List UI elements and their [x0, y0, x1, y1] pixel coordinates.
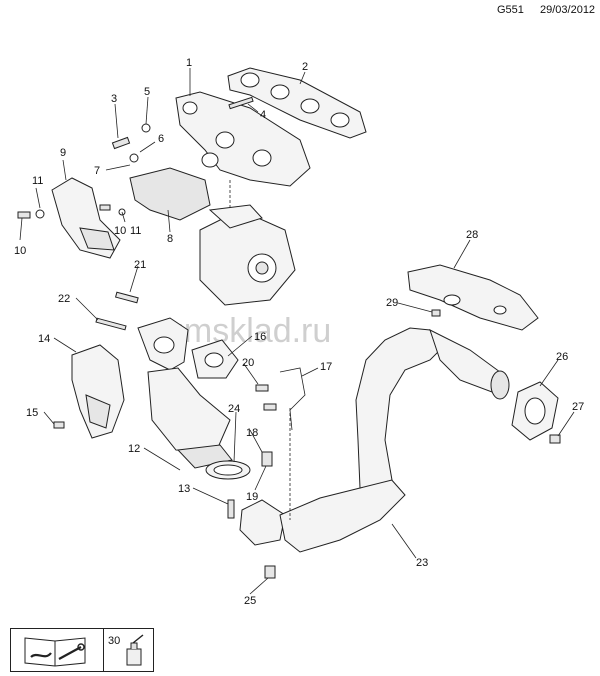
callout-17: 17: [320, 361, 332, 373]
callout-3: 3: [111, 93, 117, 105]
callout-10b: 10: [114, 225, 126, 237]
callout-25: 25: [244, 595, 256, 607]
catalytic-converter: [137, 317, 233, 469]
callout-19: 19: [246, 491, 258, 503]
callout-5: 5: [144, 86, 150, 98]
callout-16: 16: [254, 331, 266, 343]
callout-numbers: 1 2 3 4 5 6 7 8 9 10 10 11 11 12 13 14 1…: [14, 57, 584, 607]
callout-18: 18: [246, 427, 258, 439]
callout-12: 12: [128, 443, 140, 455]
callout-20: 20: [242, 357, 254, 369]
callout-4: 4: [260, 109, 266, 121]
callout-24: 24: [228, 403, 240, 415]
diagram-code: G551: [497, 4, 524, 16]
front-exhaust-pipe: [239, 327, 510, 553]
callout-21: 21: [134, 259, 146, 271]
catalyst-gasket: [205, 460, 251, 480]
callout-10a: 10: [14, 245, 26, 257]
exhaust-manifold: [175, 91, 311, 187]
callout-28: 28: [466, 229, 478, 241]
bolts: [17, 96, 561, 579]
callout-7: 7: [94, 165, 100, 177]
callout-11a: 11: [32, 175, 43, 187]
leader-lines: [19, 68, 575, 595]
support-bracket: [279, 367, 306, 431]
callout-26: 26: [556, 351, 568, 363]
callout-29: 29: [386, 297, 398, 309]
callout-9: 9: [60, 147, 66, 159]
diagram-date: 29/03/2012: [540, 4, 596, 16]
manifold-gasket: [227, 67, 367, 139]
callout-8: 8: [167, 233, 173, 245]
service-manual-icon: [24, 637, 86, 667]
callout-22: 22: [58, 293, 70, 305]
callout-13: 13: [178, 483, 190, 495]
callout-1: 1: [186, 57, 192, 69]
turbocharger: [199, 204, 296, 306]
watermark: gmsklad.ru: [165, 312, 331, 350]
callout-15: 15: [26, 407, 38, 419]
catalyst-side-heat-shield: [71, 344, 125, 439]
callout-27: 27: [572, 401, 584, 413]
callout-2: 2: [302, 61, 308, 73]
catalyst-heat-shield: [407, 264, 539, 331]
sealant-tube-icon: [126, 634, 144, 666]
rear-flange-gasket: [511, 381, 559, 441]
callout-6: 6: [158, 133, 164, 145]
turbo-outlet-gasket: [191, 339, 239, 379]
callout-23: 23: [416, 557, 428, 569]
legend-callout-30: 30: [108, 635, 121, 647]
manifold-heat-shield: [129, 167, 211, 221]
legend-divider: [103, 629, 104, 671]
callout-11b: 11: [130, 225, 141, 237]
callout-14: 14: [38, 333, 50, 345]
lower-heat-shield: [51, 177, 121, 259]
legend-box: 30: [10, 628, 154, 672]
